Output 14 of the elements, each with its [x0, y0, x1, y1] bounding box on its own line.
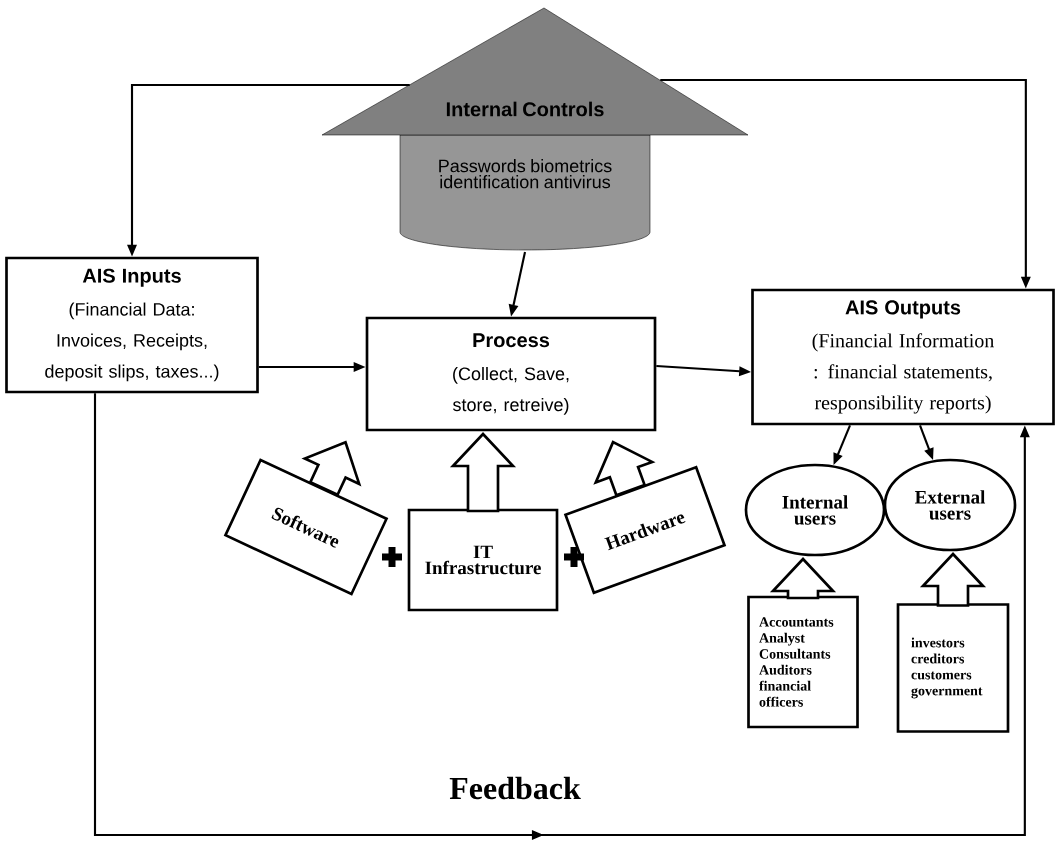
block-arrow	[449, 432, 517, 513]
feedback-label: Feedback	[449, 776, 581, 800]
process-box: Process (Collect, Save, store, retreive)	[365, 316, 657, 432]
component-box: IT Infrastructure	[407, 508, 559, 612]
block-arrow	[919, 552, 987, 607]
block-arrow	[769, 557, 837, 600]
list-box: Accountants Analyst Consultants Auditors financial officers	[747, 595, 859, 729]
list-box: investors creditors customers government	[896, 603, 1010, 733]
block-arrow	[593, 440, 656, 497]
process-box: AIS Inputs (Financial Data: Invoices, Receipts, deposit slips, taxes...)	[5, 256, 259, 394]
block-arrow	[301, 440, 362, 497]
arrow	[93, 393, 1030, 840]
node-label: Passwords biometrics identification antivirus	[439, 159, 612, 189]
process-box: AIS Outputs (Financial Information : financial statements, responsibility reports)	[751, 288, 1055, 426]
